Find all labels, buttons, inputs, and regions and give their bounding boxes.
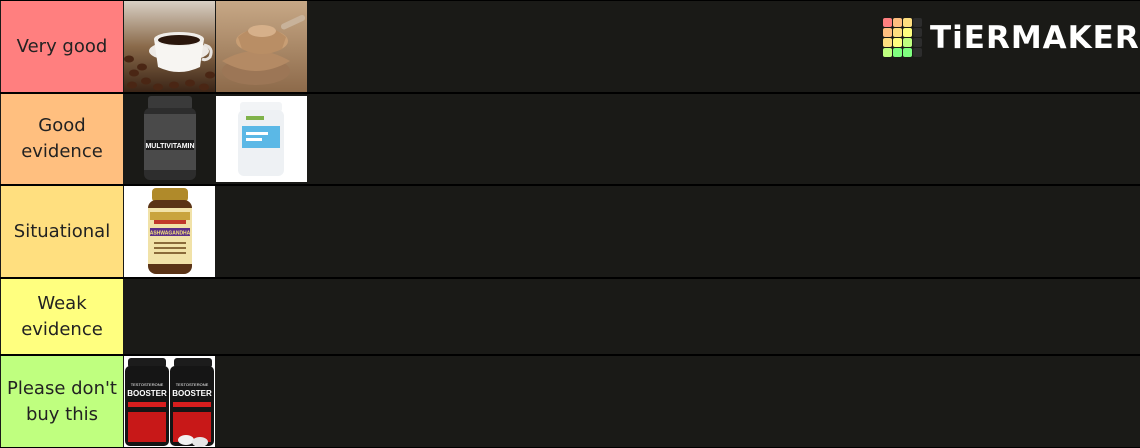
tier-items-area[interactable]: TESTOSTERONE BOOSTER TESTOSTERONE BOOSTE… xyxy=(123,356,1140,447)
tier-label[interactable]: Weak evidence xyxy=(1,279,123,354)
logo-grid-cell xyxy=(913,28,922,37)
logo-grid-cell xyxy=(903,38,912,47)
multivitamin-bottle-image[interactable]: MULTIVITAMIN xyxy=(124,94,215,184)
tier-row-very-good: Very good xyxy=(0,1,1140,92)
tier-items-area[interactable]: MULTIVITAMIN xyxy=(123,94,1140,184)
logo-grid-cell xyxy=(883,48,892,57)
tier-label[interactable]: Please don't buy this xyxy=(1,356,123,447)
booster-top-text-right: TESTOSTERONE xyxy=(176,382,209,387)
protein-powder-image[interactable] xyxy=(216,1,307,92)
logo-grid-cell xyxy=(893,18,902,27)
logo-grid-cell xyxy=(883,38,892,47)
logo-grid-icon xyxy=(883,18,922,57)
logo-grid-cell xyxy=(883,28,892,37)
coffee-cup-image[interactable] xyxy=(124,1,215,92)
logo-grid-cell xyxy=(903,18,912,27)
tier-row-situational: Situational ASHWAGANDHA xyxy=(0,186,1140,277)
tier-row-please-dont-buy-this: Please don't buy this TESTOSTERONE BOOST… xyxy=(0,356,1140,447)
tier-label[interactable]: Good evidence xyxy=(1,94,123,184)
logo-grid-cell xyxy=(893,28,902,37)
booster-main-text-right: BOOSTER xyxy=(172,389,212,398)
multivitamin-label-text: MULTIVITAMIN xyxy=(145,143,194,150)
tier-items-area[interactable] xyxy=(123,1,1140,92)
logo-grid-cell xyxy=(903,28,912,37)
ashwagandha-bottle-image[interactable]: ASHWAGANDHA xyxy=(124,186,215,277)
logo-grid-cell xyxy=(893,48,902,57)
logo-grid-cell xyxy=(913,38,922,47)
logo-grid-cell xyxy=(883,18,892,27)
logo-grid-cell xyxy=(903,48,912,57)
booster-top-text-left: TESTOSTERONE xyxy=(131,382,164,387)
tier-row-weak-evidence: Weak evidence xyxy=(0,279,1140,354)
tier-items-area[interactable] xyxy=(123,279,1140,354)
tier-items-area[interactable]: ASHWAGANDHA xyxy=(123,186,1140,277)
logo-grid-cell xyxy=(893,38,902,47)
tiermaker-logo[interactable]: TiERMAKER xyxy=(883,18,1140,57)
booster-main-text-left: BOOSTER xyxy=(127,389,167,398)
tier-label[interactable]: Very good xyxy=(1,1,123,92)
logo-text: TiERMAKER xyxy=(930,19,1140,56)
testosterone-booster-bottles-image[interactable]: TESTOSTERONE BOOSTER TESTOSTERONE BOOSTE… xyxy=(124,356,215,447)
tier-label[interactable]: Situational xyxy=(1,186,123,277)
logo-grid-cell xyxy=(913,18,922,27)
ashwagandha-label-text: ASHWAGANDHA xyxy=(150,231,191,237)
logo-grid-cell xyxy=(913,48,922,57)
tier-row-good-evidence: Good evidence MULTIVITAMIN xyxy=(0,94,1140,184)
omega-fish-oil-bottle-image[interactable] xyxy=(216,94,307,184)
